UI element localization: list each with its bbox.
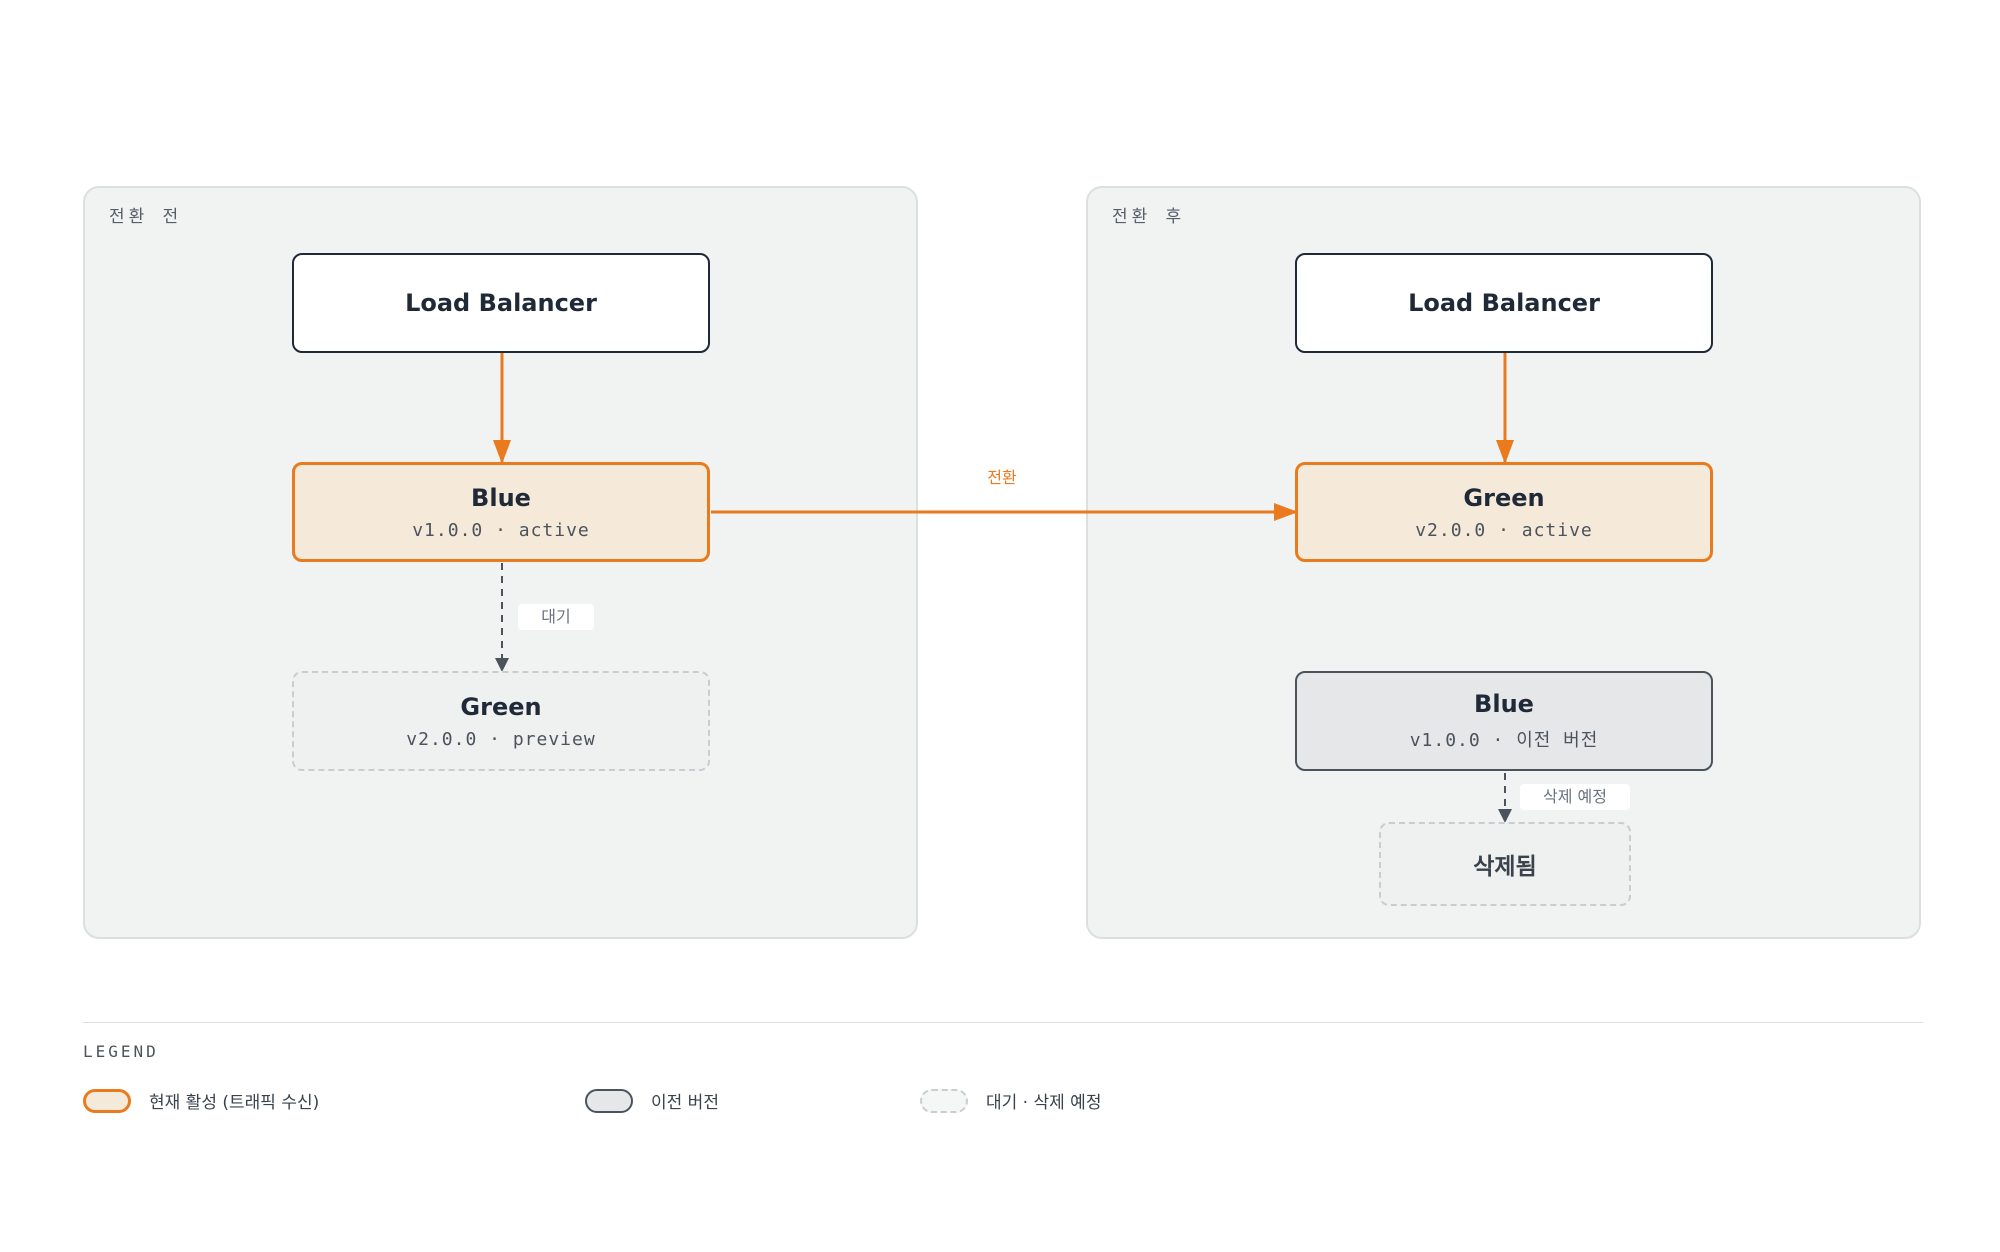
legend-swatch-previous [585, 1088, 633, 1113]
before-panel-title: 전환 전 [109, 207, 183, 227]
after-blue-previous: Blue v1.0.0 · 이전 버전 [1295, 671, 1713, 771]
before-green-sub: v2.0.0 · preview [406, 728, 596, 750]
after-load-balancer-label: Load Balancer [1408, 289, 1600, 317]
before-standby-label: 대기 [518, 604, 594, 630]
before-blue-name: Blue [471, 483, 531, 512]
before-blue-active: Blue v1.0.0 · active [292, 462, 710, 562]
after-deleted-node: 삭제됨 [1379, 822, 1631, 906]
legend-swatch-active [83, 1088, 131, 1113]
after-green-name: Green [1463, 483, 1545, 512]
legend-item-active: 현재 활성 (트래픽 수신) [83, 1088, 319, 1113]
legend-swatch-standby [920, 1088, 968, 1113]
after-panel-title: 전환 후 [1112, 207, 1186, 227]
transition-label: 전환 [987, 468, 1017, 487]
legend-label-previous: 이전 버전 [651, 1093, 719, 1113]
after-blue-sub: v1.0.0 · 이전 버전 [1409, 730, 1599, 751]
after-green-active: Green v2.0.0 · active [1295, 462, 1713, 562]
before-green-standby: Green v2.0.0 · preview [292, 671, 710, 771]
after-blue-name: Blue [1474, 690, 1534, 718]
legend-label-active: 현재 활성 (트래픽 수신) [149, 1093, 320, 1113]
after-deleted-label: 삭제됨 [1473, 854, 1537, 880]
after-load-balancer: Load Balancer [1295, 253, 1713, 353]
legend-item-previous: 이전 버전 [585, 1088, 719, 1113]
legend-label-standby: 대기 · 삭제 예정 [986, 1093, 1102, 1113]
legend-title: LEGEND [83, 1042, 159, 1061]
legend-item-standby: 대기 · 삭제 예정 [920, 1088, 1101, 1113]
after-delete-label: 삭제 예정 [1520, 784, 1630, 810]
before-blue-sub: v1.0.0 · active [412, 519, 590, 541]
before-load-balancer: Load Balancer [292, 253, 710, 353]
before-load-balancer-label: Load Balancer [405, 289, 597, 317]
legend-divider [83, 1022, 1923, 1023]
before-green-name: Green [460, 692, 542, 721]
after-green-sub: v2.0.0 · active [1415, 519, 1593, 541]
